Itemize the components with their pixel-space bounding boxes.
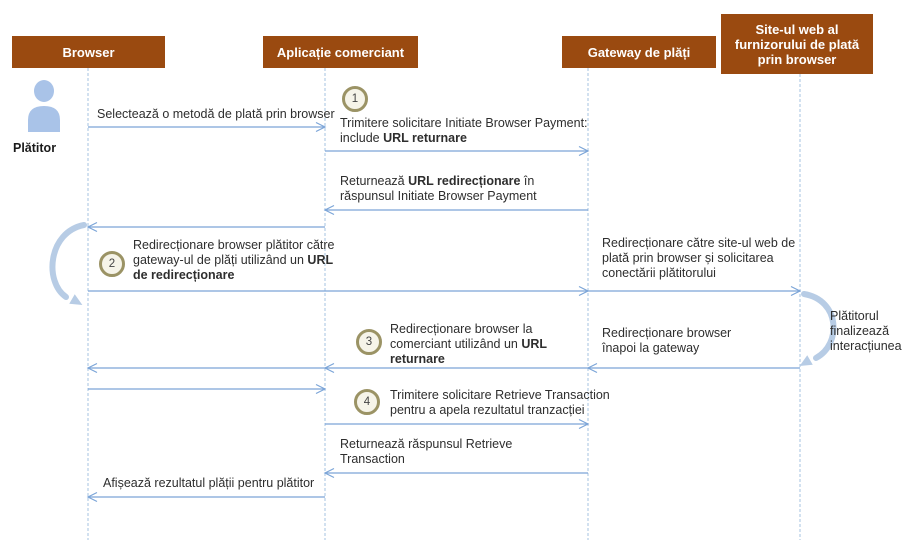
payer-actor: Plătitor: [13, 79, 73, 155]
site-loop-arrow: [799, 291, 837, 366]
msg-retrieve-request: Trimitere solicitare Retrieve Transactio…: [390, 388, 610, 417]
actor-label: Aplicație comerciant: [276, 44, 405, 60]
msg-show-result: Afișează rezultatul plății pentru plătit…: [103, 476, 315, 490]
message-arrow: [88, 121, 327, 133]
actor-site: Site-ul web al furnizorului de plată pri…: [721, 14, 873, 74]
message-arrow: [325, 145, 590, 157]
message-arrow: [88, 285, 590, 297]
message-arrow: [86, 362, 325, 374]
actor-label: Site-ul web al furnizorului de plată pri…: [734, 21, 860, 67]
step-badge-3: 3: [356, 329, 382, 355]
message-arrow: [323, 204, 588, 216]
msg-initiate-request: Trimitere solicitare Initiate Browser Pa…: [340, 116, 588, 145]
step-badge-2: 2: [99, 251, 125, 277]
actor-browser: Browser: [12, 36, 165, 68]
step-badge-1: 1: [342, 86, 368, 112]
message-arrow: [325, 418, 590, 430]
step-badge-4: 4: [354, 389, 380, 415]
message-arrow: [86, 491, 325, 503]
browser-loop-arrow: [49, 222, 87, 305]
msg-select-method: Selectează o metodă de plată prin browse…: [97, 107, 335, 121]
message-arrow: [86, 221, 325, 233]
actor-merchant: Aplicație comerciant: [263, 36, 418, 68]
person-icon: [28, 80, 60, 132]
actor-gateway: Gateway de plăți: [562, 36, 716, 68]
payer-label: Plătitor: [13, 141, 57, 155]
actor-label: Browser: [62, 44, 115, 60]
message-arrow: [88, 383, 327, 395]
actor-label: Gateway de plăți: [587, 44, 691, 60]
message-arrow: [586, 362, 800, 374]
message-arrow: [588, 285, 802, 297]
message-arrow: [323, 467, 588, 479]
